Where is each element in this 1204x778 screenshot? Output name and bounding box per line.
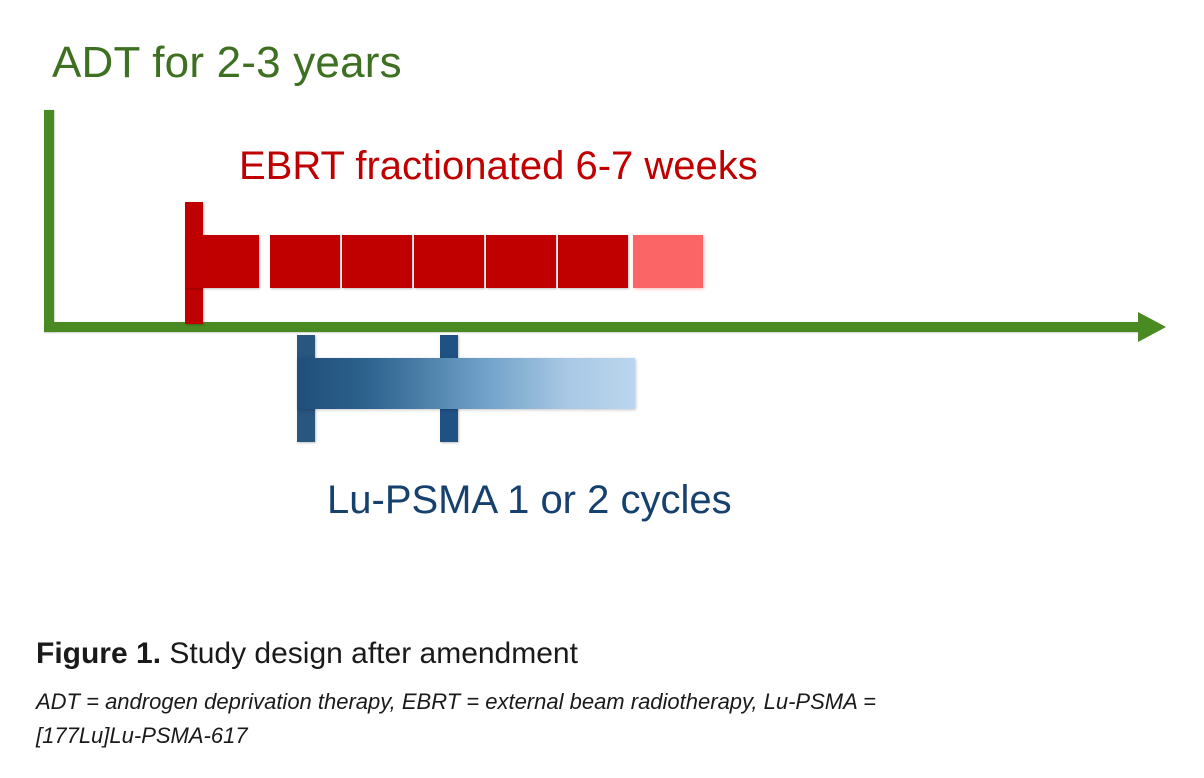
ebrt-fraction-block <box>414 235 484 288</box>
timeline-vertical-axis <box>44 110 54 332</box>
abbreviation-line-2: [177Lu]Lu-PSMA-617 <box>36 723 248 748</box>
ebrt-fraction-block <box>185 235 259 288</box>
ebrt-fraction-block <box>270 235 340 288</box>
figure-title-text: Study design after amendment <box>161 637 578 670</box>
ebrt-fraction-block-optional <box>633 235 703 288</box>
ebrt-track-label: EBRT fractionated 6-7 weeks <box>239 144 758 188</box>
ebrt-fraction-block <box>558 235 628 288</box>
ebrt-fraction-block <box>486 235 556 288</box>
adt-track-label: ADT for 2-3 years <box>52 38 402 87</box>
lu-psma-track-label: Lu-PSMA 1 or 2 cycles <box>327 478 732 522</box>
lu-psma-duration-bar <box>297 358 635 409</box>
timeline-arrow-icon <box>1138 312 1166 342</box>
abbreviation-line-1: ADT = androgen deprivation therapy, EBRT… <box>36 689 876 714</box>
timeline-horizontal-axis <box>44 322 1140 332</box>
ebrt-fraction-block <box>342 235 412 288</box>
figure-abbreviations: ADT = androgen deprivation therapy, EBRT… <box>36 685 1156 753</box>
figure-caption-title: Figure 1. Study design after amendment <box>36 637 578 671</box>
figure-number: Figure 1. <box>36 637 162 670</box>
